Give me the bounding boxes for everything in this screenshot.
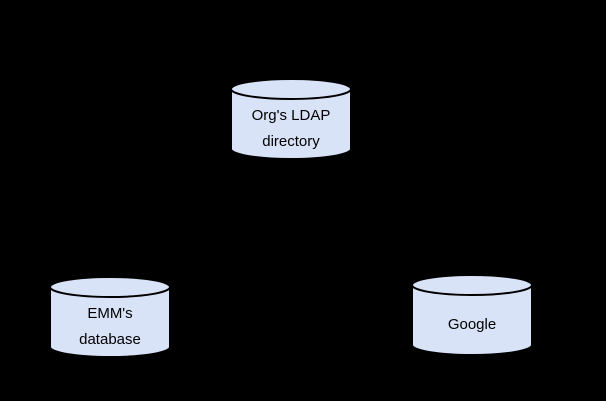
node-label-line: Google (447, 316, 497, 333)
cylinder-top (230, 78, 352, 100)
node-label-line: Org's LDAP (251, 107, 331, 124)
node-label: Google (411, 296, 533, 354)
node-label-line: directory (262, 133, 320, 150)
database-cylinder-icon (230, 78, 352, 160)
node-label: EMM's database (49, 298, 171, 356)
database-cylinder-icon (49, 276, 171, 358)
cylinder-top (49, 276, 171, 298)
cylinder-body (411, 285, 533, 356)
node-label: Org's LDAP directory (230, 100, 352, 158)
node-label-line: database (79, 331, 141, 348)
cylinder-top (411, 274, 533, 296)
node-label-line: EMM's (87, 305, 133, 322)
node-emms-database: EMM's database (49, 276, 171, 359)
node-orgs-ldap-directory: Org's LDAP directory (230, 78, 352, 161)
cylinder-body (230, 89, 352, 160)
cylinder-body (49, 287, 171, 358)
database-cylinder-icon (411, 274, 533, 356)
node-google: Google (411, 274, 533, 357)
